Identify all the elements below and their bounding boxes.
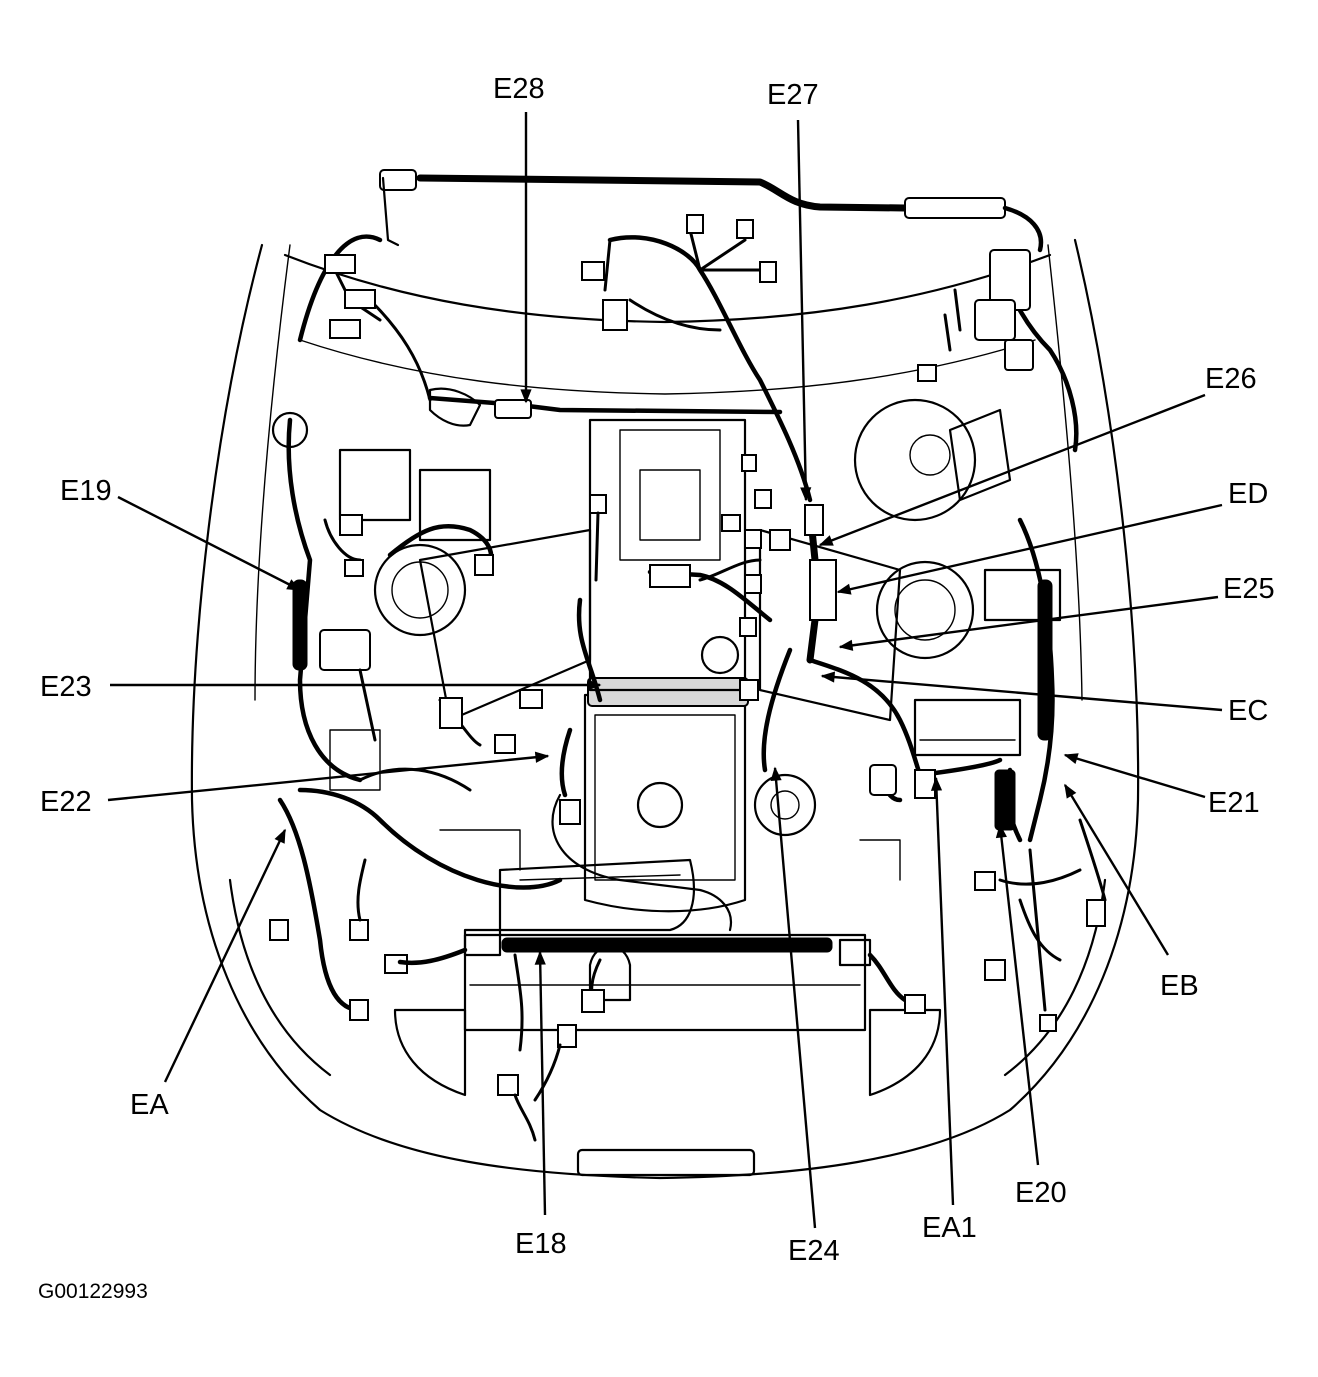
wiring-harnesses xyxy=(269,169,1107,1142)
callout-ea1: EA1 xyxy=(922,1212,977,1244)
leader-e22 xyxy=(107,751,550,802)
leader-e24 xyxy=(770,766,817,1229)
callout-e27: E27 xyxy=(767,79,819,111)
callout-ec: EC xyxy=(1228,695,1268,727)
callout-e28: E28 xyxy=(493,73,545,105)
leader-ea xyxy=(163,828,287,1083)
leader-ea1 xyxy=(930,776,955,1206)
callout-e24: E24 xyxy=(788,1235,840,1267)
leader-e26 xyxy=(818,393,1206,547)
callout-e23: E23 xyxy=(40,671,92,703)
callout-e26: E26 xyxy=(1205,363,1257,395)
callout-e25: E25 xyxy=(1223,573,1275,605)
figure-id: G00122993 xyxy=(38,1280,148,1303)
leader-e27 xyxy=(796,119,812,502)
leader-e19 xyxy=(117,495,302,592)
leader-e20 xyxy=(995,823,1040,1166)
leader-e21 xyxy=(1063,753,1206,799)
callout-e21: E21 xyxy=(1208,787,1260,819)
leader-ec xyxy=(820,671,1223,712)
leader-e18 xyxy=(534,950,547,1216)
callout-labels: E28 E27 E26 ED E25 EC E21 EB E20 EA1 E24… xyxy=(40,73,1275,1267)
callout-e19: E19 xyxy=(60,475,112,507)
callout-eb: EB xyxy=(1160,970,1199,1002)
callout-ea: EA xyxy=(130,1089,169,1121)
leader-eb xyxy=(1063,783,1170,956)
callout-e22: E22 xyxy=(40,786,92,818)
engine-block xyxy=(329,398,1062,1002)
callout-ed: ED xyxy=(1228,478,1268,510)
callout-leaders xyxy=(107,112,1223,1229)
leader-ed xyxy=(836,503,1223,595)
callout-e20: E20 xyxy=(1015,1177,1067,1209)
leader-e25 xyxy=(838,595,1219,651)
callout-e18: E18 xyxy=(515,1228,567,1260)
engine-bay-outline xyxy=(190,238,1140,1180)
